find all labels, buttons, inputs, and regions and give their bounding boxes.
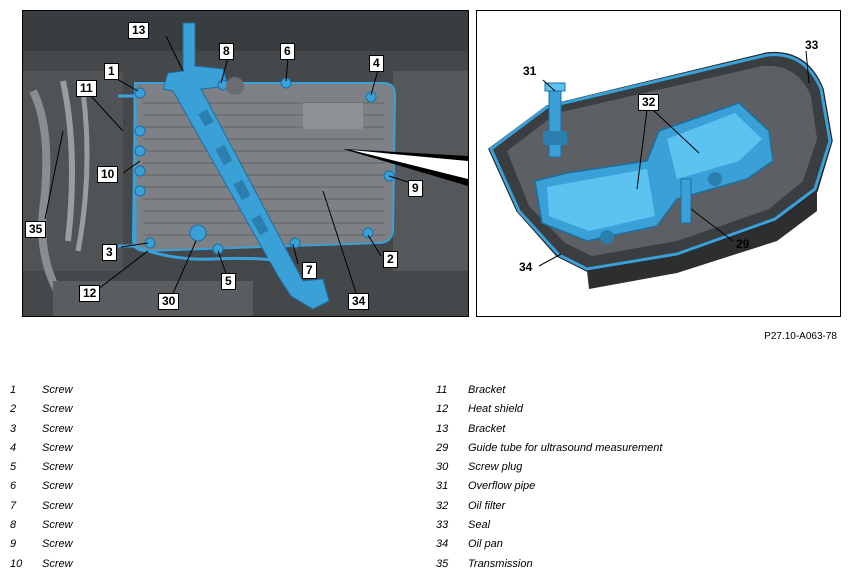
legend-row: 13 Bracket: [436, 420, 662, 439]
legend-num: 8: [10, 519, 17, 532]
callout-34: 34: [348, 293, 370, 310]
callout-30: 30: [158, 293, 180, 310]
legend-num: 9: [10, 538, 17, 551]
underbody-drawing: [23, 11, 468, 316]
legend-num: 3: [10, 422, 17, 435]
screw-plug-30: [189, 224, 207, 242]
callout-1: 1: [104, 63, 119, 80]
callout-31: 31: [519, 63, 541, 80]
overflow-pipe-31: [543, 82, 567, 158]
legend-text: Oil pan: [468, 538, 503, 551]
callout-12: 12: [79, 285, 101, 302]
legend-text: Screw: [42, 422, 73, 435]
callout-8: 8: [219, 43, 234, 60]
bracket-13: [162, 22, 330, 310]
legend-num: 6: [10, 480, 17, 493]
legend-text: Screw: [42, 403, 73, 416]
callout-4: 4: [369, 55, 384, 72]
legend-row: 34 Oil pan: [436, 535, 662, 554]
legend-text: Screw: [42, 441, 73, 454]
legend-text: Guide tube for ultrasound measurement: [468, 441, 663, 454]
legend-text: Screw: [42, 461, 73, 474]
label-33: 33: [805, 38, 819, 52]
legend-text: Bracket: [468, 422, 506, 435]
legend-num: 30: [436, 461, 449, 474]
legend-text: Screw plug: [468, 461, 523, 474]
legend-text: Screw: [42, 499, 73, 512]
legend-row: 12 Heat shield: [436, 400, 662, 419]
legend-row: 31 Overflow pipe: [436, 477, 662, 496]
legend-num: 33: [436, 519, 449, 532]
legend-text: Screw: [42, 384, 73, 396]
legend-text: Screw: [42, 480, 73, 493]
legend-num: 10: [10, 557, 23, 570]
legend-row: 6 Screw: [10, 477, 73, 496]
callout-9: 9: [408, 180, 423, 197]
legend-row: 4 Screw: [10, 439, 73, 458]
legend-text: Oil filter: [468, 499, 506, 512]
legend-row: 11 Bracket: [436, 381, 662, 400]
screws: [134, 77, 395, 255]
callout-6: 6: [280, 43, 295, 60]
legend-text: Heat shield: [468, 403, 524, 416]
legend-num: 4: [10, 441, 17, 454]
legend-num: 31: [436, 480, 449, 493]
oil-filter-32: [534, 102, 774, 244]
legend-text: Transmission: [468, 557, 533, 570]
legend-row: 2 Screw: [10, 400, 73, 419]
legend-num: 11: [436, 384, 448, 396]
callout-5: 5: [221, 273, 236, 290]
legend-num: 1: [10, 384, 17, 396]
legend-row: 10 Screw: [10, 555, 73, 574]
legend-num: 13: [436, 422, 449, 435]
callout-2: 2: [383, 251, 398, 268]
label-29: 29: [736, 237, 750, 251]
legend-row: 29 Guide tube for ultrasound measurement: [436, 439, 662, 458]
label-34: 34: [519, 260, 533, 274]
legend-row: 1 Screw: [10, 381, 73, 400]
legend-row: 3 Screw: [10, 420, 73, 439]
callout-7: 7: [302, 262, 317, 279]
legend-num: 12: [436, 403, 449, 416]
legend-row: 30 Screw plug: [436, 458, 662, 477]
legend-text: Bracket: [468, 384, 506, 396]
legend-num: 29: [436, 441, 449, 454]
heat-shield-12: [132, 244, 284, 263]
legend-text: Seal: [468, 519, 491, 532]
legend-row: 33 Seal: [436, 516, 662, 535]
oil-pan-drawing: [488, 50, 833, 289]
oil-pan-detail-figure: 33 31 32 29 34: [476, 10, 841, 317]
legend-row: 32 Oil filter: [436, 497, 662, 516]
legend-text: Screw: [42, 557, 73, 570]
legend-text: Screw: [42, 519, 73, 532]
legend-num: 34: [436, 538, 449, 551]
guide-tube-29: [680, 178, 692, 224]
callout-13: 13: [128, 22, 150, 39]
legend-row: 9 Screw: [10, 535, 73, 554]
figure-id: P27.10-A063-78: [764, 331, 837, 342]
legend-row: 8 Screw: [10, 516, 73, 535]
legend-row: 35 Transmission: [436, 555, 662, 574]
callout-3: 3: [102, 244, 117, 261]
seal-33: [489, 53, 832, 271]
legend-row: 5 Screw: [10, 458, 73, 477]
callout-10: 10: [97, 166, 119, 183]
legend-row: 7 Screw: [10, 497, 73, 516]
underbody-view-figure: 13 8 6 4 1 11 10 9 35 3 2 12 30 5 7 34: [22, 10, 469, 317]
callout-11: 11: [76, 80, 97, 97]
legend-num: 32: [436, 499, 449, 512]
legend-num: 7: [10, 499, 17, 512]
legend-num: 35: [436, 557, 449, 570]
callout-35: 35: [25, 221, 47, 238]
callout-32: 32: [638, 94, 660, 111]
legend-num: 5: [10, 461, 17, 474]
legend-text: Overflow pipe: [468, 480, 536, 493]
legend-num: 2: [10, 403, 17, 416]
legend-text: Screw: [42, 538, 73, 551]
